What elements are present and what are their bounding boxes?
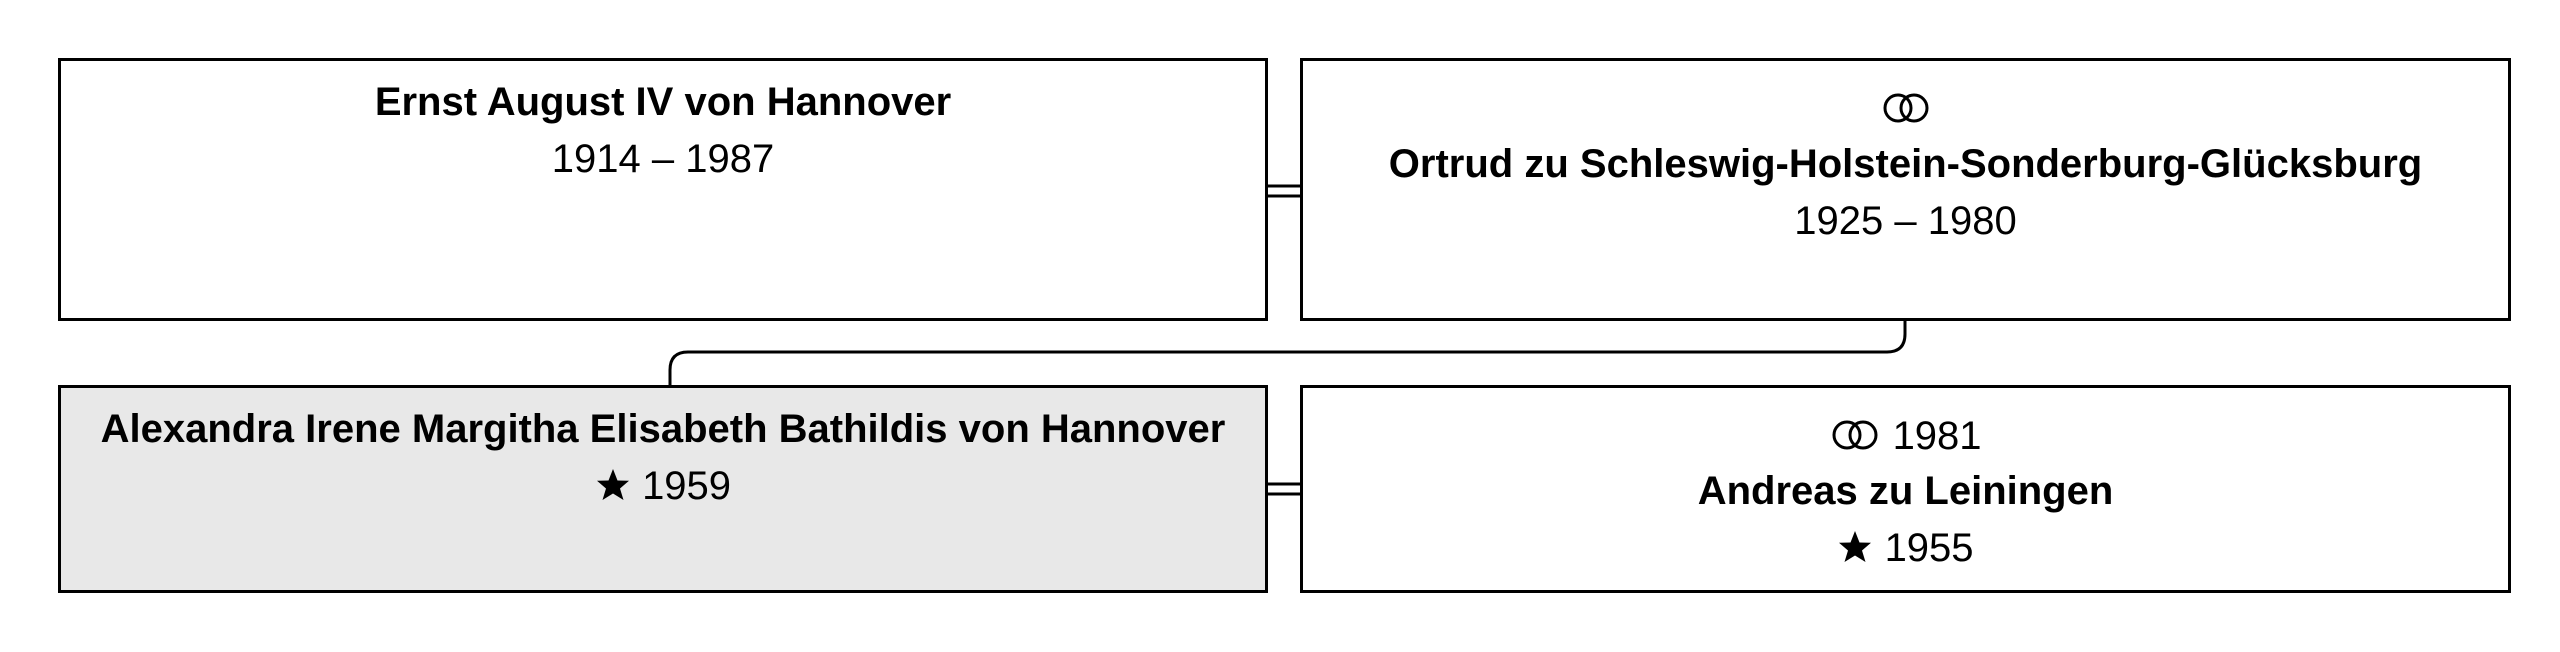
person-box-subject[interactable]: Alexandra Irene Margitha Elisabeth Bathi…	[58, 385, 1268, 593]
person-box-spouse[interactable]: 1981 Andreas zu Leiningen 1955	[1300, 385, 2511, 593]
person-box-father[interactable]: Ernst August IV von Hannover 1914 – 1987	[58, 58, 1268, 321]
birth-info: 1955	[1303, 520, 2508, 577]
star-icon	[1839, 531, 1872, 562]
rings-icon	[1883, 93, 1928, 123]
birth-info: 1959	[61, 458, 1265, 515]
parents-marriage-link	[1268, 184, 1300, 198]
rings-icon	[1832, 420, 1878, 450]
star-icon	[596, 469, 629, 500]
marriage-year: 1981	[1892, 414, 1982, 458]
subject-marriage-link	[1268, 482, 1300, 496]
marriage-info	[1303, 82, 2508, 136]
person-dates: 1925 – 1980	[1794, 199, 2017, 243]
birth-year: 1955	[1884, 526, 1974, 570]
person-dates: 1914 – 1987	[551, 137, 775, 181]
person-name: Andreas zu Leiningen	[1697, 469, 2114, 513]
parent-child-link	[668, 321, 1907, 385]
marriage-info: 1981	[1303, 409, 2508, 463]
person-box-mother[interactable]: Ortrud zu Schleswig-Holstein-Sonderburg-…	[1300, 58, 2511, 321]
person-name: Ortrud zu Schleswig-Holstein-Sonderburg-…	[1388, 142, 2423, 186]
person-name: Ernst August IV von Hannover	[374, 80, 952, 124]
birth-year: 1959	[642, 464, 732, 508]
person-name: Alexandra Irene Margitha Elisabeth Bathi…	[100, 407, 1226, 451]
